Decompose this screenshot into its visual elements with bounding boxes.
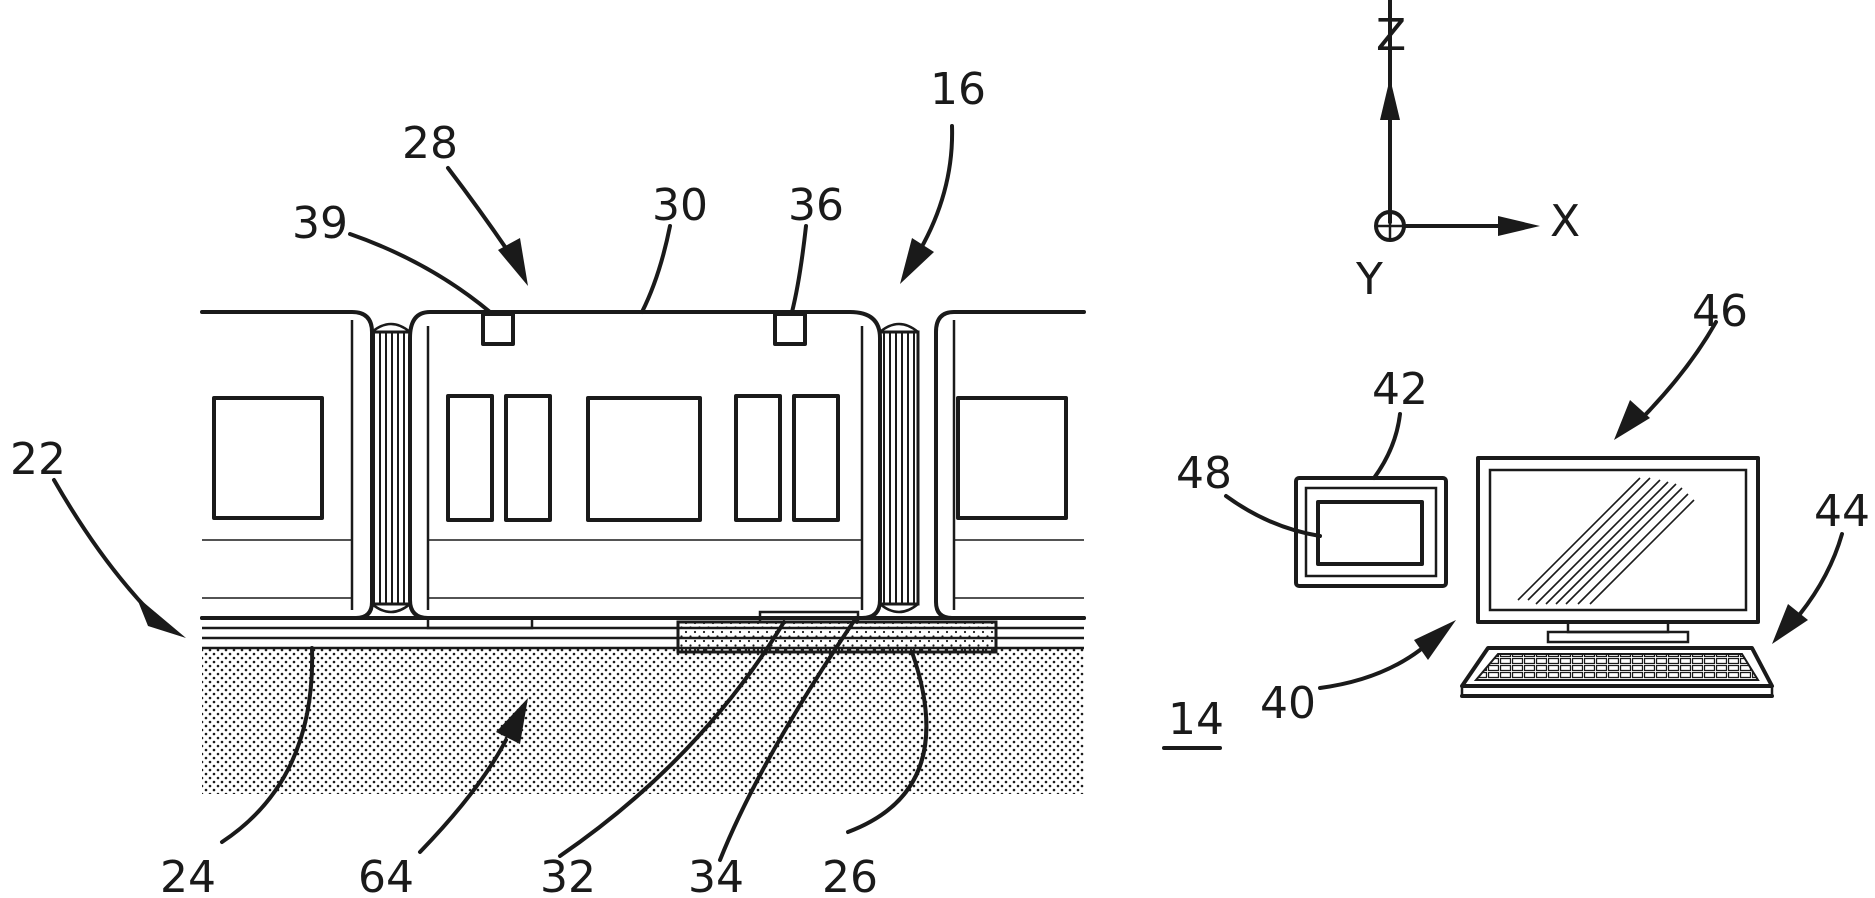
ref-16: 16	[930, 64, 986, 115]
x-arrowhead	[1498, 216, 1540, 236]
ref-24: 24	[160, 852, 216, 898]
ref-26: 26	[822, 852, 878, 898]
ref-32: 32	[540, 852, 596, 898]
train	[202, 312, 1084, 638]
axis-z-label: Z	[1376, 10, 1406, 61]
ground	[202, 622, 1084, 794]
arrow-16	[900, 238, 934, 284]
ref-34: 34	[688, 852, 744, 898]
tablet-device	[1296, 478, 1446, 586]
arrow-46	[1614, 400, 1650, 440]
axis-y-label: Y	[1355, 254, 1383, 305]
center-car	[410, 312, 880, 628]
ref-46: 46	[1692, 286, 1748, 337]
tablet-screen	[1318, 502, 1422, 564]
coupling-left	[372, 324, 410, 612]
ref-40: 40	[1260, 678, 1316, 729]
ref-28: 28	[402, 118, 458, 169]
arrow-40	[1414, 620, 1456, 660]
ref-48: 48	[1176, 448, 1232, 499]
ref-22: 22	[10, 434, 66, 485]
axis-x-label: X	[1550, 196, 1580, 247]
ref-44: 44	[1814, 486, 1870, 537]
window-group	[448, 396, 838, 520]
screen-glare	[1518, 478, 1694, 604]
coordinate-system: Z X Y	[1355, 0, 1580, 305]
z-arrowhead	[1380, 78, 1400, 120]
coupling-right	[880, 324, 918, 612]
ref-30: 30	[652, 180, 708, 231]
right-car	[936, 312, 1084, 618]
ref-39: 39	[292, 198, 348, 249]
left-car	[202, 312, 372, 618]
ref-64: 64	[358, 852, 414, 898]
ref-14: 14	[1168, 694, 1224, 745]
ref-42: 42	[1372, 364, 1428, 415]
sensor-39	[483, 314, 513, 344]
ref-36: 36	[788, 180, 844, 231]
monitor-base	[1548, 632, 1688, 642]
sensor-36	[775, 314, 805, 344]
computer	[1462, 458, 1772, 696]
